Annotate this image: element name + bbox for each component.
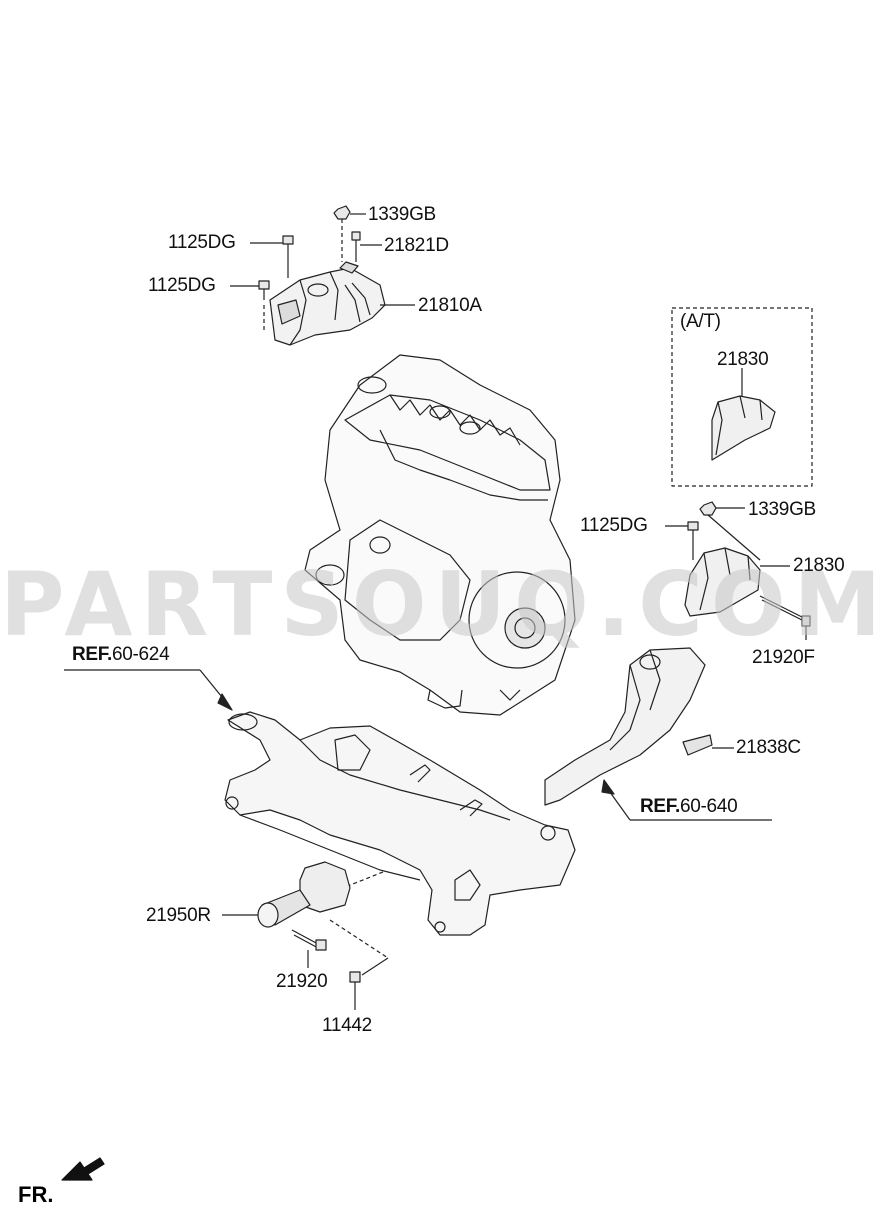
front-direction-label: FR.	[18, 1182, 54, 1207]
label-21950r: 21950R	[146, 905, 211, 926]
ref-624-leader	[64, 669, 233, 711]
label-21920f: 21920F	[752, 647, 815, 668]
label-21810a: 21810A	[418, 295, 482, 316]
bolt-21920f	[759, 595, 811, 640]
label-1339gb-top: 1339GB	[368, 204, 436, 225]
watermark: PARTSOUQ.COM	[0, 553, 886, 656]
at-box	[671, 307, 813, 487]
bolt-1125dg-a	[250, 235, 294, 278]
mount-21830	[665, 501, 790, 617]
engine-mount-21810a	[269, 261, 386, 346]
bolt-1339gb-top	[333, 205, 366, 262]
at-label: (A/T)	[680, 311, 721, 332]
roll-mount-21950r	[222, 861, 351, 928]
ref-640-leader	[601, 779, 772, 821]
bolt-1125dg-b	[230, 280, 270, 332]
ref-60-640: REF.60-640	[640, 796, 738, 817]
label-21830: 21830	[793, 555, 845, 576]
ref-60-624-prefix: REF.	[72, 644, 112, 665]
front-direction-arrow	[61, 1157, 105, 1181]
ref-60-624-number: 60-624	[111, 644, 170, 665]
label-1125dg-a: 1125DG	[168, 232, 236, 253]
subframe	[224, 711, 576, 936]
bolt-11442	[329, 919, 389, 1010]
label-21830-at: 21830	[717, 349, 769, 370]
side-member	[544, 647, 734, 806]
engine-block	[304, 354, 576, 716]
label-1125dg-b: 1125DG	[148, 275, 216, 296]
label-1125dg-c: 1125DG	[580, 515, 648, 536]
label-21838c: 21838C	[736, 737, 801, 758]
label-21920: 21920	[276, 971, 328, 992]
bolt-21821d	[351, 231, 382, 262]
label-21821d: 21821D	[384, 235, 449, 256]
label-1339gb-right: 1339GB	[748, 499, 816, 520]
label-11442: 11442	[322, 1015, 372, 1036]
ref-60-624: REF.60-624	[72, 644, 170, 665]
ref-60-640-number: 60-640	[679, 796, 738, 817]
bolt-21920	[291, 929, 327, 968]
ref-60-640-prefix: REF.	[640, 796, 680, 817]
